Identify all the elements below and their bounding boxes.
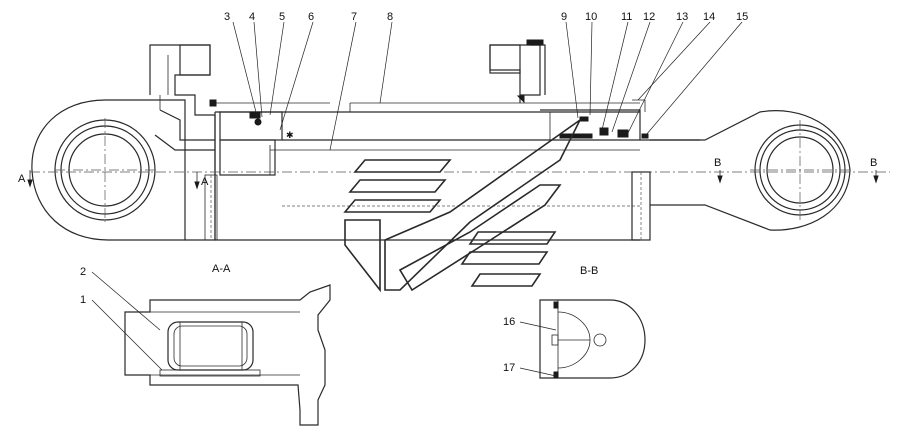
- callout-6: 6: [308, 11, 314, 23]
- section-aa-view: A-A 1 2: [80, 263, 331, 426]
- section-aa-label: A-A: [212, 263, 231, 275]
- left-eye: [31, 99, 186, 241]
- callout-11: 11: [621, 11, 632, 23]
- logo-watermark: [343, 119, 581, 293]
- section-bb-view: B-B 16 17: [503, 265, 646, 379]
- piston: ✱: [209, 99, 294, 176]
- callout-10: 10: [585, 11, 597, 23]
- cut-label-a-right: A: [201, 176, 209, 188]
- callout-14: 14: [703, 11, 715, 23]
- right-head: [489, 39, 651, 241]
- callout-4: 4: [249, 11, 255, 23]
- cut-label-b-right: B: [870, 157, 877, 169]
- right-eye: [650, 110, 851, 231]
- section-cut-markers: A A B B: [18, 157, 879, 190]
- callout-17: 17: [503, 362, 515, 374]
- callout-13: 13: [676, 11, 688, 23]
- callout-15: 15: [736, 11, 748, 23]
- callout-16: 16: [503, 316, 515, 328]
- callout-12: 12: [643, 11, 655, 23]
- callout-7: 7: [351, 11, 357, 23]
- callout-3: 3: [224, 11, 230, 23]
- callout-5: 5: [279, 11, 285, 23]
- callout-1: 1: [80, 294, 86, 306]
- cylinder-assembly: ✱: [18, 11, 890, 241]
- cylinder-barrel: [30, 102, 890, 241]
- cut-label-b-left: B: [714, 157, 721, 169]
- svg-text:✱: ✱: [286, 130, 294, 140]
- callout-9: 9: [561, 11, 567, 23]
- callout-8: 8: [387, 11, 393, 23]
- callout-leaders-top: [232, 21, 743, 151]
- cut-label-a-left: A: [18, 173, 26, 185]
- callout-2: 2: [80, 266, 86, 278]
- left-head: [149, 44, 218, 241]
- section-bb-label: B-B: [580, 265, 598, 277]
- piston-rod: [270, 139, 700, 207]
